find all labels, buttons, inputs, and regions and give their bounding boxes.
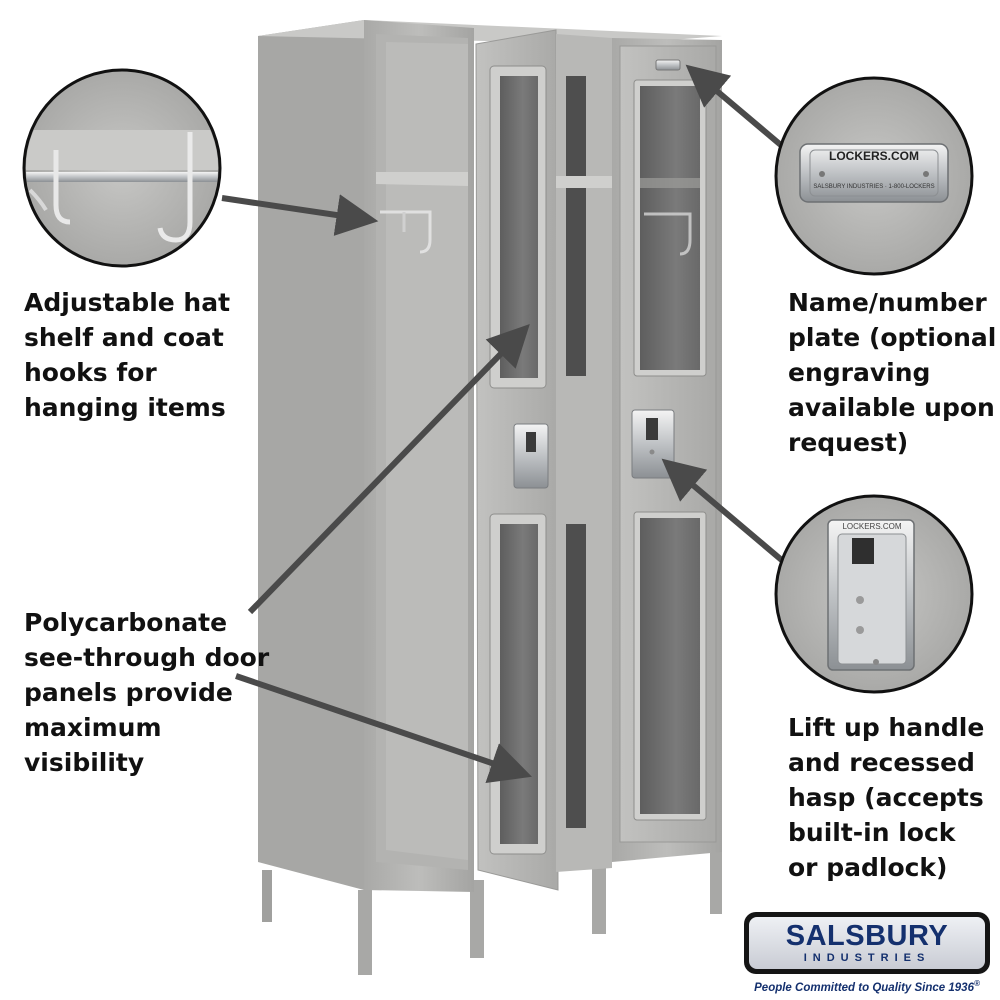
plate-closeup — [799, 143, 949, 203]
logo-tagline: People Committed to Quality Since 1936® — [744, 979, 990, 994]
caption-line: hanging items — [24, 393, 226, 422]
caption-line: hooks for — [24, 358, 157, 387]
caption-handle: Lift up handle and recessed hasp (accept… — [788, 710, 984, 885]
caption-line: and recessed — [788, 748, 975, 777]
plate-brand-text: LOCKERS.COM — [829, 149, 919, 163]
locker-leg — [358, 890, 372, 975]
caption-line: engraving — [788, 358, 931, 387]
caption-line: Adjustable hat — [24, 288, 231, 317]
hook-icon — [157, 132, 193, 243]
caption-line: Lift up handle — [788, 713, 985, 742]
hat-shelf — [376, 172, 468, 186]
locker-leg — [710, 840, 722, 914]
arrow-hooks — [221, 194, 379, 236]
caption-line: built-in lock — [788, 818, 956, 847]
trademark-mark: ® — [973, 979, 980, 988]
salsbury-logo: SALSBURY INDUSTRIES — [744, 912, 990, 974]
locker-leg — [470, 880, 484, 958]
logo-name: SALSBURY — [785, 920, 949, 952]
caption-line: see-through door — [24, 643, 270, 672]
caption-line: maximum — [24, 713, 162, 742]
detail-circle-plate — [774, 76, 974, 276]
caption-line: plate (optional — [788, 323, 997, 352]
caption-line: available upon — [788, 393, 995, 422]
detail-circle-hasp — [774, 494, 974, 694]
locker-leg — [592, 860, 606, 934]
caption-line: panels provide — [24, 678, 233, 707]
logo-sub: INDUSTRIES — [803, 952, 931, 964]
caption-line: shelf and coat — [24, 323, 224, 352]
caption-line: Name/number — [788, 288, 987, 317]
caption-plate: Name/number plate (optional engraving av… — [788, 285, 996, 460]
caption-line: or padlock) — [788, 853, 948, 882]
caption-panels: Polycarbonate see-through door panels pr… — [24, 605, 269, 780]
door-window-lower-glass — [500, 524, 538, 844]
callout-arrows — [221, 64, 786, 784]
hook-icon — [53, 150, 71, 225]
caption-line: visibility — [24, 748, 145, 777]
coat-hook — [380, 210, 432, 254]
hasp-brand-text: LOCKERS.COM — [842, 522, 902, 531]
locker-leg — [262, 870, 272, 922]
door-handle — [513, 423, 549, 489]
name-plate — [655, 59, 681, 71]
arrow-panels-lower — [235, 673, 532, 784]
caption-line: Polycarbonate — [24, 608, 228, 637]
plate-small-text: SALSBURY INDUSTRIES · 1-800-LOCKERS — [813, 184, 935, 190]
arrow-panels-upper — [247, 323, 530, 615]
arrow-handle — [661, 458, 786, 565]
caption-line: hasp (accepts — [788, 783, 984, 812]
arrow-plate — [685, 64, 784, 149]
detail-circle-hooks — [22, 68, 222, 268]
caption-line: request) — [788, 428, 909, 457]
locker-interior-back — [386, 42, 468, 860]
locker-side-panel — [258, 20, 364, 890]
tagline-text: People Committed to Quality Since 1936 — [754, 981, 974, 994]
locker-bank — [258, 20, 722, 975]
caption-hooks: Adjustable hat shelf and coat hooks for … — [24, 285, 230, 425]
